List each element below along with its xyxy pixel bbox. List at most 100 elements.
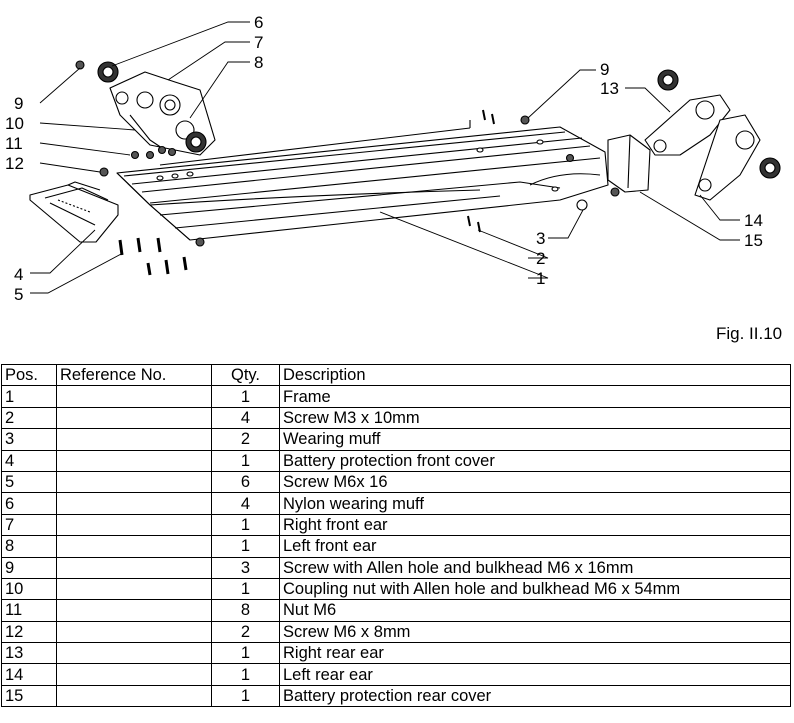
cell-qty: 1 [211,684,280,708]
cell-description: Battery protection rear cover [279,684,791,708]
fasteners [75,60,620,276]
header-reference-no: Reference No. [56,363,212,387]
cell-pos: 11 [1,599,57,622]
cell-reference-no [56,556,212,579]
cell-reference-no [56,577,212,601]
cell-description: Nut M6 [279,599,791,622]
cell-qty: 1 [211,535,280,558]
frame-holes [156,139,559,192]
cell-description: Screw M6x 16 [279,470,791,494]
callout-1: 1 [536,269,545,288]
table-header-row: Pos. Reference No. Qty. Description [1,363,791,387]
cell-qty: 1 [211,663,280,686]
cell-description: Left front ear [279,535,791,558]
callout-11: 11 [5,134,23,153]
cell-reference-no [56,599,212,622]
figure-caption: Fig. II.10 [716,324,783,343]
cell-qty: 2 [211,620,280,644]
cell-description: Screw M3 x 10mm [279,406,791,430]
cell-description: Frame [279,385,791,408]
cell-reference-no [56,406,212,430]
cell-qty: 1 [211,642,280,665]
cell-reference-no [56,449,212,472]
header-description: Description [279,363,791,387]
header-pos: Pos. [1,363,57,387]
cell-reference-no [56,428,212,451]
callout-8: 8 [254,53,263,72]
cell-qty: 2 [211,428,280,451]
callout-4: 4 [14,265,23,284]
cell-qty: 1 [211,385,280,408]
cell-reference-no [56,620,212,644]
cell-pos: 4 [1,449,57,472]
cell-qty: 4 [211,492,280,515]
cell-reference-no [56,513,212,537]
cell-description: Screw M6 x 8mm [279,620,791,644]
rear-ears-part [644,94,761,201]
cell-qty: 8 [211,599,280,622]
cell-pos: 5 [1,470,57,494]
frame-part [116,120,609,241]
callout-10: 10 [5,114,24,133]
cell-reference-no [56,684,212,708]
cell-qty: 1 [211,449,280,472]
cell-pos: 2 [1,406,57,430]
front-ears-part [109,71,216,156]
cell-pos: 8 [1,535,57,558]
cell-description: Right front ear [279,513,791,537]
cell-pos: 6 [1,492,57,515]
cell-pos: 3 [1,428,57,451]
header-qty: Qty. [211,363,280,387]
cell-description: Right rear ear [279,642,791,665]
cell-reference-no [56,492,212,515]
callout-5: 5 [14,285,23,304]
cell-pos: 12 [1,620,57,644]
cell-qty: 4 [211,406,280,430]
leader-lines [30,21,740,294]
cell-pos: 14 [1,663,57,686]
cell-qty: 1 [211,577,280,601]
cell-description: Coupling nut with Allen hole and bulkhea… [279,577,791,601]
cell-pos: 7 [1,513,57,537]
callout-7: 7 [254,33,263,52]
cell-pos: 10 [1,577,57,601]
cell-description: Battery protection front cover [279,449,791,472]
cell-reference-no [56,663,212,686]
cell-description: Wearing muff [279,428,791,451]
cell-reference-no [56,535,212,558]
nylon-muffs-part [97,61,781,179]
cell-qty: 3 [211,556,280,579]
cell-description: Screw with Allen hole and bulkhead M6 x … [279,556,791,579]
front-cover-part [29,181,119,243]
callout-9-rear: 9 [600,60,609,79]
exploded-parts-diagram: 6 7 8 9 10 11 12 4 5 9 13 3 2 1 14 15 [0,0,794,345]
cell-reference-no [56,385,212,408]
cell-qty: 1 [211,513,280,537]
cell-qty: 6 [211,470,280,494]
callout-15: 15 [744,231,763,250]
cell-reference-no [56,642,212,665]
callout-3: 3 [536,229,545,248]
callout-13: 13 [600,79,619,98]
callout-6: 6 [254,13,263,32]
callout-14: 14 [744,211,763,230]
cell-pos: 15 [1,684,57,708]
callout-9-front: 9 [14,94,23,113]
